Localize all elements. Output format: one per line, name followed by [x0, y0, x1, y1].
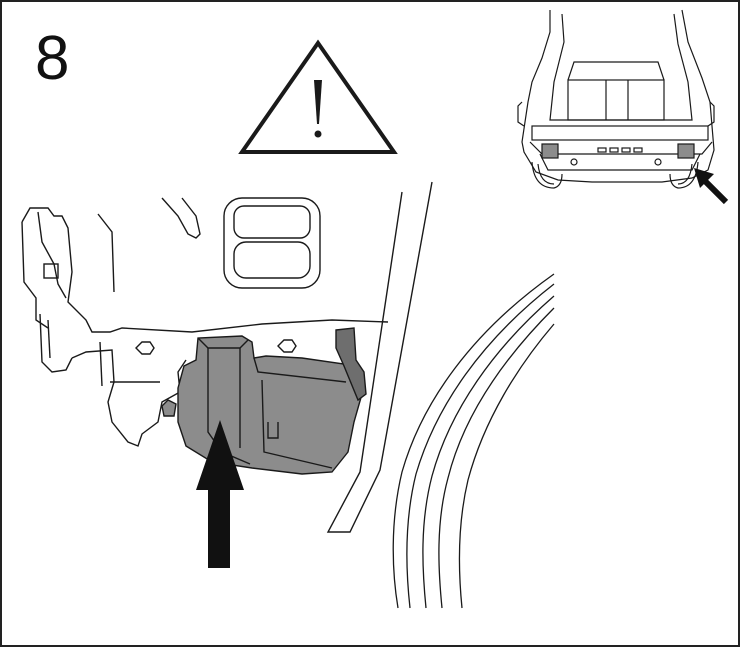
- bumper-part: [161, 327, 367, 475]
- warning-triangle-icon: [238, 39, 398, 154]
- vehicle-rear-inset: [517, 9, 715, 189]
- up-arrow-icon: [196, 420, 244, 568]
- pointer-arrow-icon: [694, 168, 729, 205]
- step-number: 8: [35, 24, 70, 93]
- vehicle-body-structure: [21, 181, 433, 533]
- wheel-arch: [392, 273, 555, 609]
